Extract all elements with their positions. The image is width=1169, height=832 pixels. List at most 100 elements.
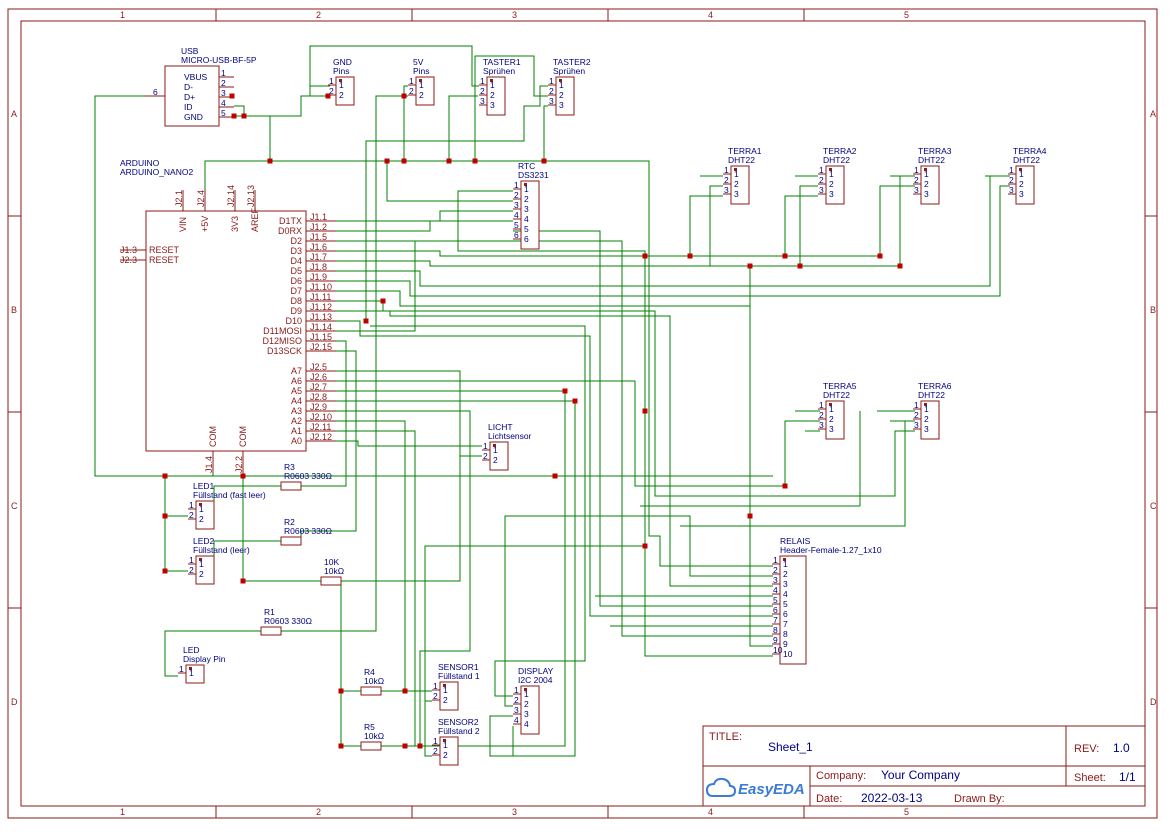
arduino-right-pin-id: J2.5 bbox=[310, 362, 327, 372]
relais-pin-num-inner: 5 bbox=[783, 599, 788, 609]
junction-dot bbox=[797, 263, 803, 269]
taster1-pin-num-inner: 1 bbox=[490, 80, 495, 90]
terra1-pin-num-inner: 2 bbox=[734, 179, 739, 189]
terra1-ref: TERRA1 bbox=[728, 146, 762, 156]
usb-pin-num: 5 bbox=[221, 108, 226, 118]
led1-body bbox=[195, 500, 215, 530]
relais-pin-num-inner: 6 bbox=[783, 609, 788, 619]
junction-dot bbox=[380, 298, 386, 304]
terra1-pin-num-outer: 2 bbox=[724, 175, 729, 185]
licht-value: Lichtsensor bbox=[488, 431, 532, 441]
terra5-pin-num-inner: 3 bbox=[829, 424, 834, 434]
wire-segment bbox=[749, 266, 773, 647]
taster2-pin-num-outer: 2 bbox=[549, 86, 554, 96]
licht-pin1-marker bbox=[493, 444, 496, 447]
arduino-right-pin-name: D13SCK bbox=[267, 346, 302, 356]
r4-ref: R4 bbox=[364, 667, 375, 677]
taster1-pin-num-inner: 3 bbox=[490, 100, 495, 110]
terra1-pin-num-outer: 3 bbox=[724, 185, 729, 195]
junction-dot bbox=[338, 743, 344, 749]
grid-col-top: 1 bbox=[120, 10, 125, 20]
terra4-pin-num-outer: 3 bbox=[1009, 185, 1014, 195]
junction-dot bbox=[162, 473, 168, 479]
led1-pin1-marker bbox=[199, 503, 202, 506]
relais-pin-num-inner: 9 bbox=[783, 639, 788, 649]
usb-pin-name: D- bbox=[184, 82, 193, 92]
terra3-ref: TERRA3 bbox=[918, 146, 952, 156]
terra6-pin-num-inner: 2 bbox=[924, 414, 929, 424]
relais-pin-num-inner: 8 bbox=[783, 629, 788, 639]
arduino-right-pin-id: J1.6 bbox=[310, 242, 327, 252]
sensor1-pin-num-inner: 1 bbox=[443, 685, 448, 695]
grid-row-right: D bbox=[1150, 697, 1157, 707]
r1-body bbox=[260, 626, 282, 636]
arduino-right-pin-name: D2 bbox=[290, 236, 302, 246]
outer-frame bbox=[7, 8, 1158, 819]
wire-segment bbox=[648, 411, 773, 567]
relais-pin-num-inner: 1 bbox=[783, 559, 788, 569]
terra4-pin-num-outer: 2 bbox=[1009, 175, 1014, 185]
grid-row-right: A bbox=[1150, 109, 1156, 119]
taster2-pin-num-inner: 3 bbox=[559, 100, 564, 110]
relais-pin-num-inner: 7 bbox=[783, 619, 788, 629]
junction-dot bbox=[325, 93, 331, 99]
wire-segment bbox=[336, 220, 513, 232]
wire-segment bbox=[474, 55, 548, 161]
terra4-body bbox=[1015, 165, 1035, 205]
relais-pin-num-outer: 1 bbox=[773, 555, 778, 565]
terra2-body bbox=[825, 165, 845, 205]
usb-ref: USB bbox=[181, 46, 199, 56]
terra6-pin-num-inner: 1 bbox=[924, 404, 929, 414]
rtc-pin1-marker bbox=[524, 183, 527, 186]
arduino-right-pin-id: J1.15 bbox=[310, 332, 332, 342]
relais-pin-num-outer: 5 bbox=[773, 595, 778, 605]
junction-dot bbox=[897, 263, 903, 269]
rtc-pin-num-inner: 5 bbox=[524, 224, 529, 234]
arduino-left-pin-name: RESET bbox=[149, 255, 180, 265]
arduino-right-pin-name: A5 bbox=[291, 386, 302, 396]
terra1-pin-num-inner: 3 bbox=[734, 189, 739, 199]
v5-pins-value: Pins bbox=[413, 66, 430, 76]
date-value: 2022-03-13 bbox=[861, 791, 923, 805]
led-pin-num-inner: 1 bbox=[189, 668, 194, 678]
relais-pin-num-outer: 9 bbox=[773, 635, 778, 645]
sensor2-pin-num-outer: 2 bbox=[433, 746, 438, 756]
r10k-value: 10kΩ bbox=[324, 566, 344, 576]
taster1-pin-num-inner: 2 bbox=[490, 90, 495, 100]
display-pin-num-outer: 2 bbox=[514, 695, 519, 705]
arduino-right-pin-id: J1.13 bbox=[310, 312, 332, 322]
rtc-ref: RTC bbox=[518, 161, 535, 171]
grid-col-bottom: 2 bbox=[316, 807, 321, 817]
display-pin-num-outer: 4 bbox=[514, 715, 519, 725]
junction-dot bbox=[384, 158, 390, 164]
rev-value: 1.0 bbox=[1113, 741, 1130, 755]
wire-segment bbox=[309, 45, 479, 96]
terra6-pin-num-outer: 2 bbox=[914, 410, 919, 420]
company-value: Your Company bbox=[881, 768, 960, 782]
grid-col-bottom: 3 bbox=[512, 807, 517, 817]
wire-segment bbox=[543, 105, 548, 161]
r3-ref: R3 bbox=[284, 462, 295, 472]
taster2-pin-num-outer: 1 bbox=[549, 76, 554, 86]
junction-dot bbox=[363, 318, 369, 324]
wire-segment bbox=[340, 581, 361, 692]
terra4-pin1-marker bbox=[1019, 168, 1022, 171]
junction-dot bbox=[782, 253, 788, 259]
terra2-pin-num-outer: 3 bbox=[819, 185, 824, 195]
wire-segment bbox=[336, 290, 750, 307]
usb-pin-num: 4 bbox=[221, 98, 226, 108]
sensor1-pin-num-inner: 2 bbox=[443, 695, 448, 705]
cloud-icon bbox=[705, 777, 737, 797]
junctions bbox=[162, 93, 903, 749]
arduino-value: ARDUINO_NANO2 bbox=[120, 167, 193, 177]
